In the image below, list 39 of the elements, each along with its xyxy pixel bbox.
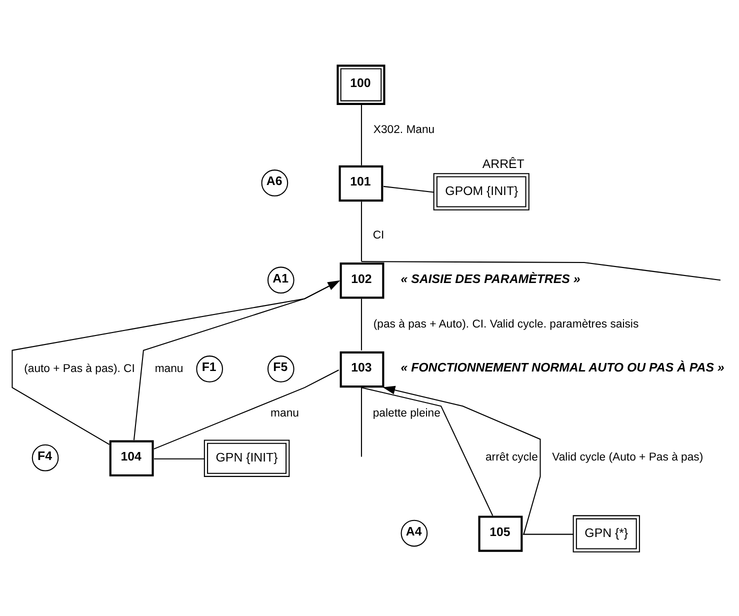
edge-label: (pas à pas + Auto). CI. Valid cycle. paramètres saisis [373, 318, 639, 330]
node-circle: F5 [267, 356, 294, 382]
edge-label: palette pleine [372, 407, 440, 420]
connector [360, 104, 362, 166]
edge-label: (auto + Pas à pas). CI [24, 362, 135, 375]
arrow [12, 280, 340, 445]
node-box: GPOM {INIT} [433, 173, 530, 210]
edge-label: manu [270, 407, 299, 420]
arrow [382, 386, 541, 534]
node-box: GPN {INIT} [204, 440, 290, 477]
edge-label: manu [154, 362, 184, 375]
connector [361, 260, 721, 281]
node-box: 104 [109, 440, 154, 476]
edge-label: CI [372, 230, 384, 242]
connector [360, 298, 362, 350]
connector [360, 388, 362, 457]
edge-label: X302. Manu [373, 124, 435, 136]
connector [360, 202, 362, 262]
connector [361, 387, 494, 516]
edge-label: Valid cycle (Auto + Pas à pas) [552, 452, 704, 464]
node-box: 100 [336, 64, 386, 105]
connector [383, 186, 434, 193]
node-circle: F1 [196, 356, 224, 382]
node-box: GPN {*} [572, 515, 640, 552]
node-box: 102 [340, 262, 384, 299]
node-box: 105 [478, 516, 523, 552]
node-box: 103 [340, 351, 384, 388]
edge-label: arrêt cycle [485, 452, 538, 464]
node-label: « SAISIE DES PARAMÈTRES » [400, 272, 580, 286]
node-circle: F4 [32, 444, 59, 472]
node-circle: A1 [267, 266, 294, 294]
node-circle: A4 [400, 520, 428, 547]
connector [154, 458, 204, 460]
node-label: « FONCTIONNEMENT NORMAL AUTO OU PAS À PAS » [400, 360, 724, 375]
connector [522, 534, 574, 535]
node-label: ARRÊT [482, 157, 524, 172]
connector [154, 370, 339, 450]
node-box: 101 [338, 165, 384, 202]
node-circle: A6 [261, 170, 288, 196]
